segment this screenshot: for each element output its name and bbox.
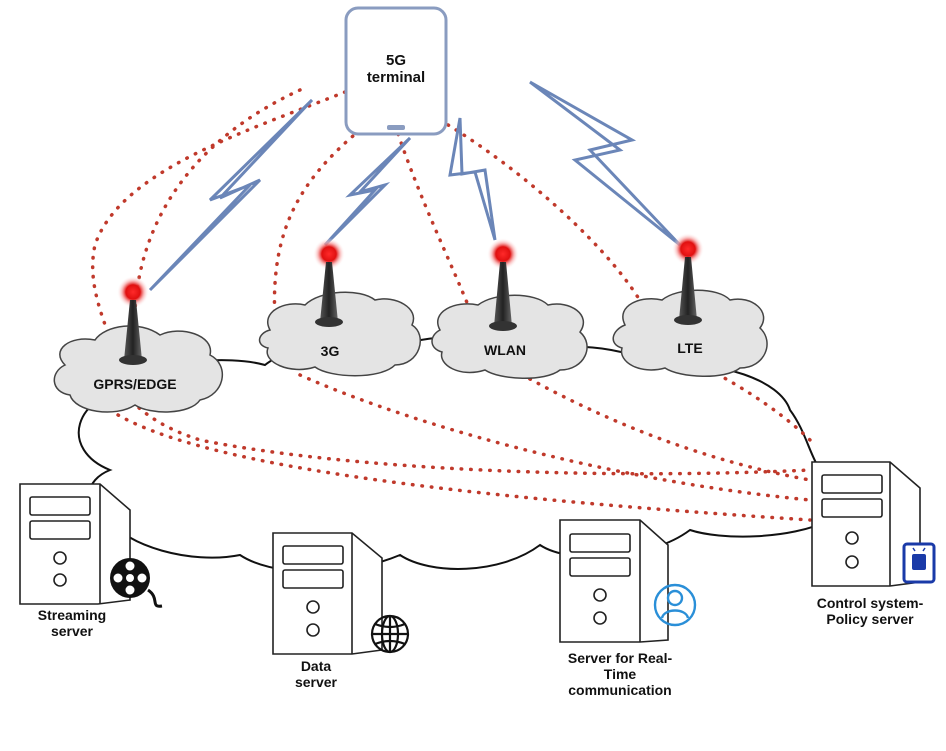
network-label-3g: 3G [320,343,340,359]
link-terminal-wlan [393,123,472,312]
link-gprs-policy [123,393,812,476]
network-label-wlan: WLAN [484,342,526,358]
terminal-label: 5G terminal [366,52,426,87]
link-terminal-lte [438,118,652,322]
server-label-realtime-line1: Server for Real- [567,650,673,666]
streaming-server-icon [19,483,131,605]
terminal-label-line1: 5G [385,52,406,69]
network-label-gprs: GPRS/EDGE [93,376,177,392]
terminal-device [344,6,448,136]
link-wlan-policy [503,363,812,482]
server-label-streaming-line2: server [50,623,94,640]
server-label-realtime-line3: communication [568,682,672,699]
antenna-wlan [487,238,519,331]
server-label-realtime: Server for Real- Time communication [540,650,700,698]
wireless-3g [323,136,412,247]
antenna-3g [313,238,345,327]
globe-icon [370,614,410,654]
link-terminal-gprs [90,90,347,372]
mobile-app-icon [902,542,936,584]
server-label-data-line2: server [294,674,338,691]
film-reel-icon [110,558,163,608]
wireless-lte [529,80,682,247]
server-label-data-line1: Data [300,658,332,674]
server-label-streaming-line1: Streaming [37,607,107,623]
wireless-gprs [148,98,314,292]
server-label-policy-line2: Policy server [826,611,914,628]
cloud-gprs [53,325,224,413]
server-label-streaming: Streaming server [12,607,132,639]
cloud-wlan [431,294,588,379]
link-gprs-policy-2 [108,408,812,522]
antenna-lte [672,233,704,325]
server-label-policy: Control system- Policy server [795,595,945,627]
cloud-3g [258,291,422,377]
server-label-data: Data server [276,658,356,690]
server-label-realtime-line2: Time [603,666,637,683]
wireless-wlan [448,117,497,241]
policy-server-icon [811,461,921,587]
realtime-server-icon [559,519,669,643]
user-icon [653,583,697,627]
cloud-lte [612,289,768,377]
antenna-gprs [117,276,149,365]
terminal-label-line2: terminal [366,69,426,87]
network-label-lte: LTE [677,340,703,356]
link-terminal-3g [272,128,362,322]
data-server-icon [272,532,383,655]
server-label-policy-line1: Control system- [816,595,924,611]
